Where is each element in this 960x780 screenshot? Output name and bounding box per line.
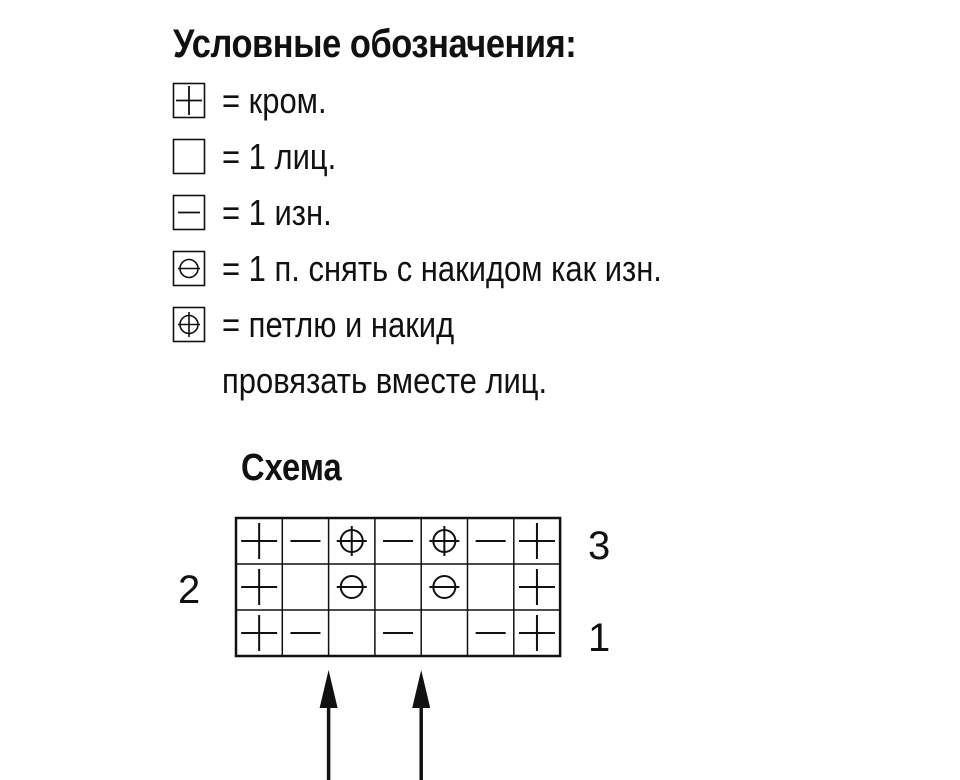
chart-border — [234, 516, 562, 658]
repeat-arrow-head — [412, 670, 431, 708]
legend-item-label: = 1 лиц. — [222, 136, 337, 177]
row-label-3: 3 — [588, 524, 611, 568]
legend-title: Условные обозначения: — [173, 22, 577, 66]
slip-with-yarn-over-icon — [172, 250, 206, 287]
knit-together-with-yarn-over-icon — [172, 306, 206, 343]
edge-stitch-icon — [172, 82, 206, 119]
legend-item-label: = 1 изн. — [222, 192, 332, 233]
legend-item-label: = кром. — [222, 80, 327, 121]
row-label-2: 2 — [178, 568, 201, 612]
scheme-title: Схема — [241, 447, 342, 489]
purl-stitch-icon — [172, 194, 206, 231]
legend-item-label: = петлю и накид — [222, 304, 455, 345]
legend-item-label: = 1 п. снять с накидом как изн. — [222, 248, 662, 289]
row-label-1: 1 — [588, 616, 611, 660]
repeat-arrow-head — [319, 670, 338, 708]
legend-item-continuation: провязать вместе лиц. — [222, 360, 548, 401]
knit-stitch-icon — [172, 138, 206, 175]
